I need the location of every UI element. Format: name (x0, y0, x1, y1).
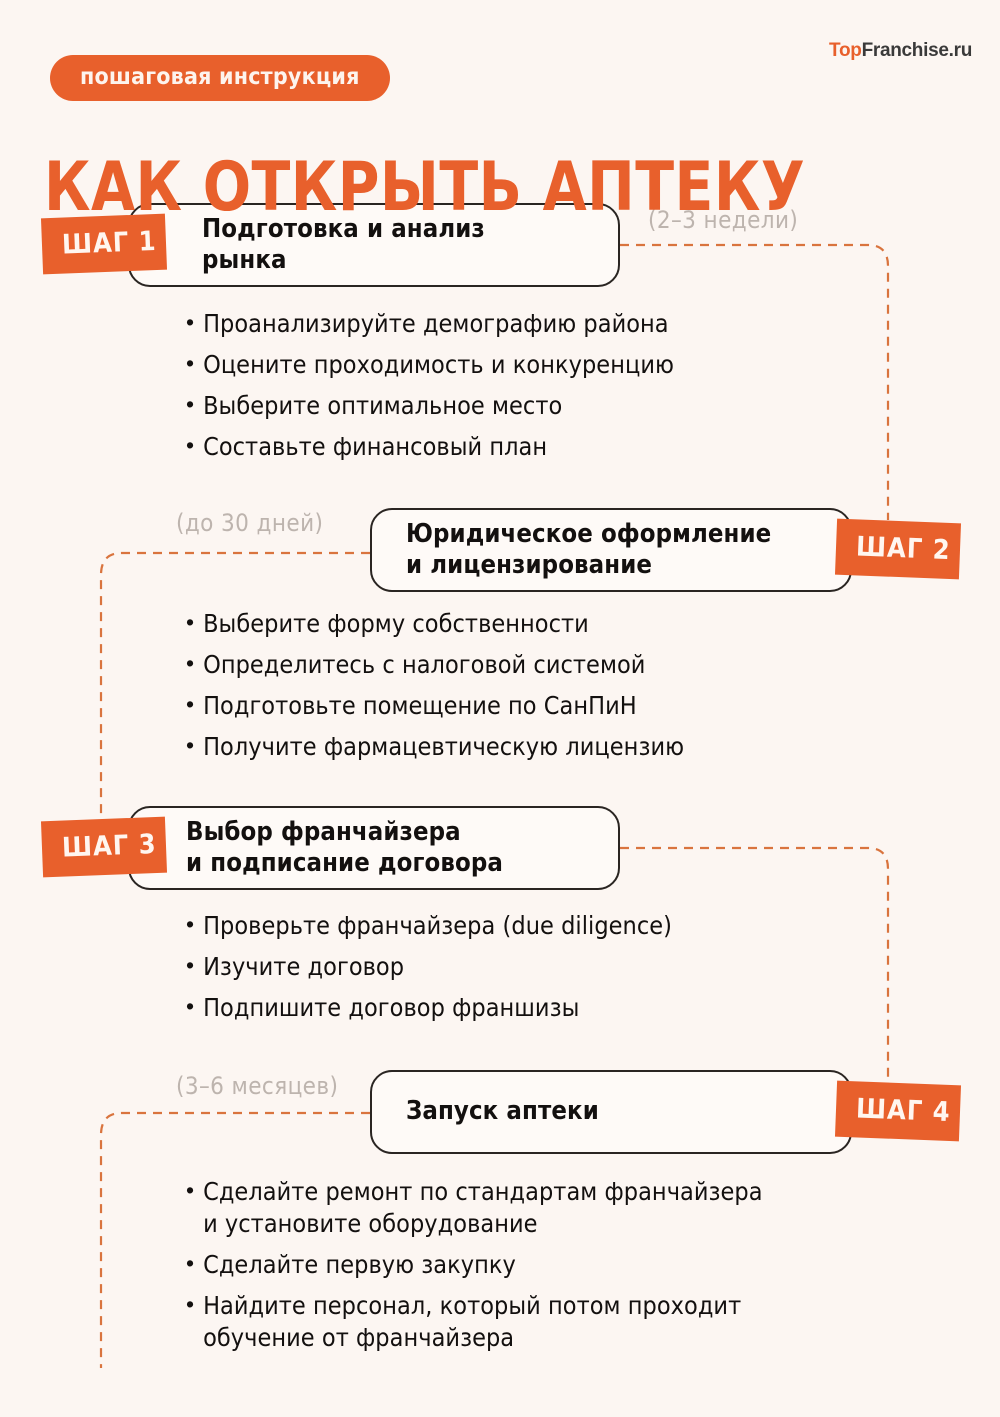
topfranchise-logo[interactable]: TopFranchise.ru (829, 40, 972, 62)
list-item: • Проанализируйте демографию района (186, 308, 886, 340)
bullet-dot: • (186, 911, 195, 937)
step-title-1: Подготовка и анализ рынка (202, 213, 485, 275)
bullet-dot: • (186, 350, 195, 376)
step-bullets-4: • Сделайте ремонт по стандартам франчайз… (186, 1176, 946, 1363)
logo-top-text: Top (829, 40, 862, 61)
bullet-dot: • (186, 691, 195, 717)
step-badge-4: ШАГ 4 (834, 1080, 962, 1142)
list-item: • Сделайте ремонт по стандартам франчайз… (186, 1176, 946, 1240)
step-bullets-3: • Проверьте франчайзера (due diligence) … (186, 910, 886, 1033)
bullet-dot: • (186, 732, 195, 758)
bullet-text: Составьте финансовый план (203, 432, 548, 461)
bullet-dot: • (186, 1177, 195, 1203)
bullet-text: Подготовьте помещение по СанПиН (203, 691, 637, 720)
list-item: • Оцените проходимость и конкуренцию (186, 349, 886, 381)
bullet-dot: • (186, 609, 195, 635)
step-bullets-1: • Проанализируйте демографию района • Оц… (186, 308, 886, 472)
list-item: • Проверьте франчайзера (due diligence) (186, 910, 886, 942)
step-card-3: Выбор франчайзера и подписание договора (128, 806, 620, 890)
bullet-text: Проанализируйте демографию района (203, 309, 669, 338)
list-item: • Определитесь с налоговой системой (186, 649, 906, 681)
step-title-2: Юридическое оформление и лицензирование (406, 518, 772, 580)
list-item: • Подпишите договор франшизы (186, 992, 886, 1024)
bullet-text: Оцените проходимость и конкуренцию (203, 350, 674, 379)
bullet-dot: • (186, 309, 195, 335)
bullet-text: Определитесь с налоговой системой (203, 650, 646, 679)
step-duration-2: (до 30 дней) (176, 509, 324, 537)
bullet-text: Выберите оптимальное место (203, 391, 563, 420)
bullet-text: Выберите форму собственности (203, 609, 589, 638)
bullet-dot: • (186, 1250, 195, 1276)
bullet-text: Найдите персонал, который потом проходит… (203, 1291, 742, 1352)
list-item: • Сделайте первую закупку (186, 1249, 946, 1281)
bullet-dot: • (186, 993, 195, 1019)
step-duration-4: (3–6 месяцев) (176, 1072, 339, 1100)
list-item: • Подготовьте помещение по СанПиН (186, 690, 906, 722)
bullet-text: Сделайте первую закупку (203, 1250, 516, 1279)
step-bullets-2: • Выберите форму собственности • Определ… (186, 608, 906, 772)
bullet-dot: • (186, 391, 195, 417)
bullet-text: Проверьте франчайзера (due diligence) (203, 911, 672, 940)
instruction-pill-badge: пошаговая инструкция (50, 55, 390, 101)
list-item: • Изучите договор (186, 951, 886, 983)
step-duration-1: (2–3 недели) (648, 206, 799, 234)
list-item: • Составьте финансовый план (186, 431, 886, 463)
list-item: • Выберите оптимальное место (186, 390, 886, 422)
step-title-4: Запуск аптеки (406, 1096, 599, 1127)
list-item: • Найдите персонал, который потом проход… (186, 1290, 946, 1354)
step-badge-2: ШАГ 2 (834, 518, 962, 580)
bullet-text: Изучите договор (203, 952, 405, 981)
bullet-dot: • (186, 432, 195, 458)
step-title-3: Выбор франчайзера и подписание договора (186, 816, 503, 878)
page-title: КАК ОТКРЫТЬ АПТЕКУ (44, 147, 806, 227)
step-card-1: Подготовка и анализ рынка (128, 203, 620, 287)
bullet-dot: • (186, 952, 195, 978)
bullet-dot: • (186, 1291, 195, 1317)
list-item: • Выберите форму собственности (186, 608, 906, 640)
list-item: • Получите фармацевтическую лицензию (186, 731, 906, 763)
bullet-dot: • (186, 650, 195, 676)
bullet-text: Сделайте ремонт по стандартам франчайзер… (203, 1177, 763, 1238)
step-card-2: Юридическое оформление и лицензирование (370, 508, 852, 592)
bullet-text: Получите фармацевтическую лицензию (203, 732, 685, 761)
bullet-text: Подпишите договор франшизы (203, 993, 580, 1022)
step-badge-3: ШАГ 3 (40, 816, 168, 878)
step-card-4: Запуск аптеки (370, 1070, 852, 1154)
logo-rest-text: Franchise.ru (861, 40, 973, 61)
